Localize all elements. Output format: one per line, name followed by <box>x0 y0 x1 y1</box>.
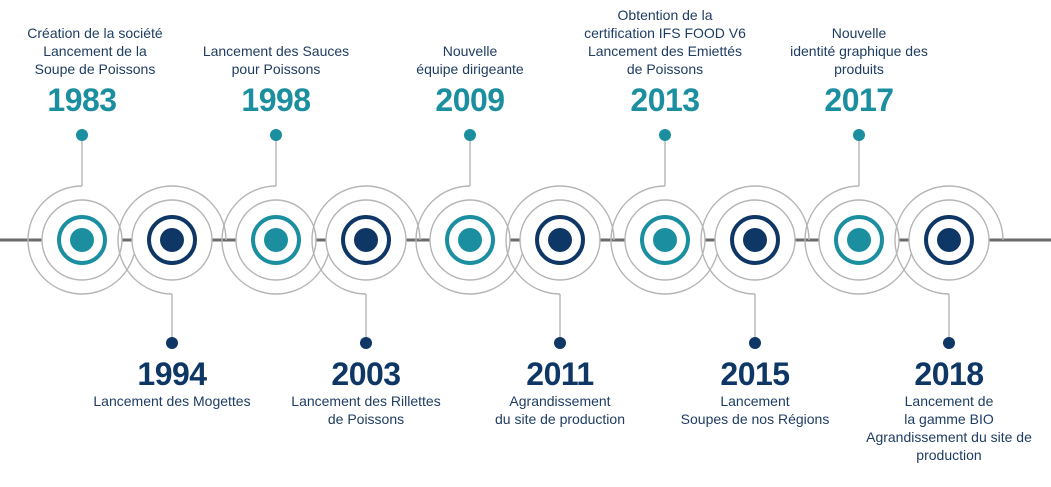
connector-dot-2015 <box>749 337 761 349</box>
year-1998: 1998 <box>241 82 311 118</box>
year-2015: 2015 <box>720 356 790 392</box>
event-description-line: Lancement des Rillettes <box>291 393 441 409</box>
outer-arc-1998 <box>221 185 331 295</box>
event-description-line: Nouvelle <box>831 25 887 41</box>
node-dot-2009 <box>458 228 482 252</box>
node-dot-2018 <box>937 228 961 252</box>
connector-dot-2009 <box>464 129 476 141</box>
event-description-line: certification IFS FOOD V6 <box>584 25 746 41</box>
node-dot-1983 <box>70 228 94 252</box>
connector-dot-2018 <box>943 337 955 349</box>
event-description-2013: Obtention de la certification IFS FOOD V6… <box>570 6 760 78</box>
outer-arc-1994 <box>117 185 227 295</box>
year-2009: 2009 <box>435 82 505 118</box>
year-1983: 1983 <box>47 82 117 118</box>
year-2003: 2003 <box>331 356 401 392</box>
event-description-line: de Poissons <box>327 411 405 427</box>
connector-dot-1998 <box>270 129 282 141</box>
outer-arc-2009 <box>415 185 525 295</box>
event-description-line: Nouvelle <box>442 43 498 59</box>
event-description-line: Obtention de la <box>617 7 713 23</box>
year-1994: 1994 <box>137 356 207 392</box>
event-description-line: Lancement de <box>904 393 994 409</box>
outer-arc-2018 <box>894 185 1004 295</box>
node-dot-2017 <box>847 228 871 252</box>
node-dot-2015 <box>743 228 767 252</box>
connector-dot-2013 <box>659 129 671 141</box>
event-description-line: Lancement des Emiettés <box>587 43 743 59</box>
event-description-line: la gamme BIO <box>904 411 994 427</box>
node-dot-2013 <box>653 228 677 252</box>
event-description-line: Lancement des Sauces <box>202 43 350 59</box>
connector-dot-2003 <box>360 337 372 349</box>
year-2018: 2018 <box>914 356 984 392</box>
event-description-line: Création de la société <box>27 25 163 41</box>
event-description-line: production <box>916 447 982 463</box>
event-description-line: Agrandissement du site de <box>866 429 1032 445</box>
outer-arc-2013 <box>610 185 720 295</box>
event-description-line: du site de production <box>495 411 625 427</box>
event-description-line: Lancement <box>720 393 790 409</box>
connector-dot-1983 <box>76 129 88 141</box>
event-description-line: équipe dirigeante <box>416 61 524 77</box>
outer-arc-1983 <box>27 185 137 295</box>
event-description-line: pour Poissons <box>231 61 321 77</box>
connector-dot-2017 <box>853 129 865 141</box>
node-dot-1998 <box>264 228 288 252</box>
event-description-2011: Agrandissement du site de production <box>465 392 655 428</box>
event-description-line: identité graphique des <box>790 43 928 59</box>
year-2013: 2013 <box>630 82 700 118</box>
event-description-line: Lancement des Mogettes <box>93 393 251 409</box>
event-description-line: Soupes de nos Régions <box>680 411 830 427</box>
event-description-1994: Lancement des Mogettes <box>77 392 267 410</box>
outer-arc-2015 <box>700 185 810 295</box>
connector-dot-2011 <box>554 337 566 349</box>
event-description-2009: Nouvelle équipe dirigeante <box>375 42 565 78</box>
event-description-line: Lancement de la <box>43 43 147 59</box>
event-description-1998: Lancement des Sauces pour Poissons <box>181 42 371 78</box>
event-description-line: produits <box>834 61 884 77</box>
node-dot-1994 <box>160 228 184 252</box>
event-description-line: Agrandissement <box>509 393 611 409</box>
event-description-line: de Poissons <box>626 61 704 77</box>
year-2017: 2017 <box>824 82 894 118</box>
outer-arc-2011 <box>505 185 615 295</box>
year-2011: 2011 <box>526 356 594 392</box>
node-dot-2011 <box>548 228 572 252</box>
event-description-2018: Lancement de la gamme BIO Agrandissement d… <box>854 392 1044 464</box>
outer-arc-2017 <box>804 185 914 295</box>
connector-dot-1994 <box>166 337 178 349</box>
event-description-2017: Nouvelle identité graphique des produits <box>764 24 954 78</box>
event-description-2003: Lancement des Rillettes de Poissons <box>271 392 461 428</box>
event-description-line: Soupe de Poissons <box>34 61 156 77</box>
outer-arc-2003 <box>311 185 421 295</box>
node-dot-2003 <box>354 228 378 252</box>
